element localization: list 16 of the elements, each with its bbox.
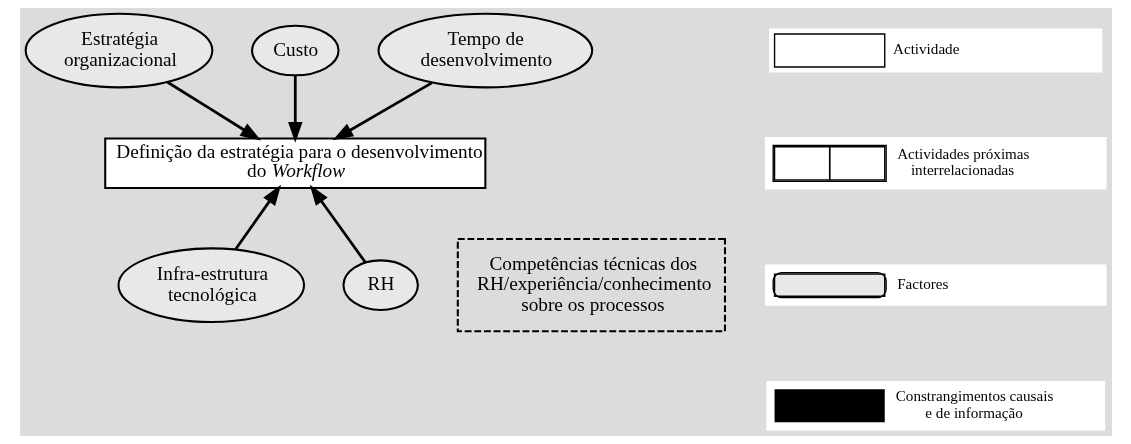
node-box: Competências técnicas dos RH/experiência/conhecimento sobre os processos — [456, 238, 726, 333]
node-box: Definição da estratégia para o desenvolvimento do Workflow — [103, 137, 486, 190]
legend-label: Factores — [896, 276, 948, 293]
arrow — [332, 81, 433, 141]
arrow — [166, 81, 261, 141]
node-ellipse: Estratégia organizacional — [24, 12, 213, 89]
node-ellipse: Infra-estrutura tecnológica — [117, 247, 305, 324]
legend-label: Actividades próximas interrelacionadas — [896, 145, 1029, 179]
node-ellipse: Custo — [250, 24, 340, 77]
arrow — [287, 75, 303, 143]
node-ellipse: Tempo de desenvolvimento — [377, 12, 593, 89]
legend-label: Actividade — [892, 41, 959, 58]
arrow — [234, 184, 281, 250]
legend-label: Constrangimentos causais e de informação — [895, 388, 1053, 421]
node-ellipse: RH — [341, 259, 419, 311]
arrow — [309, 184, 366, 264]
